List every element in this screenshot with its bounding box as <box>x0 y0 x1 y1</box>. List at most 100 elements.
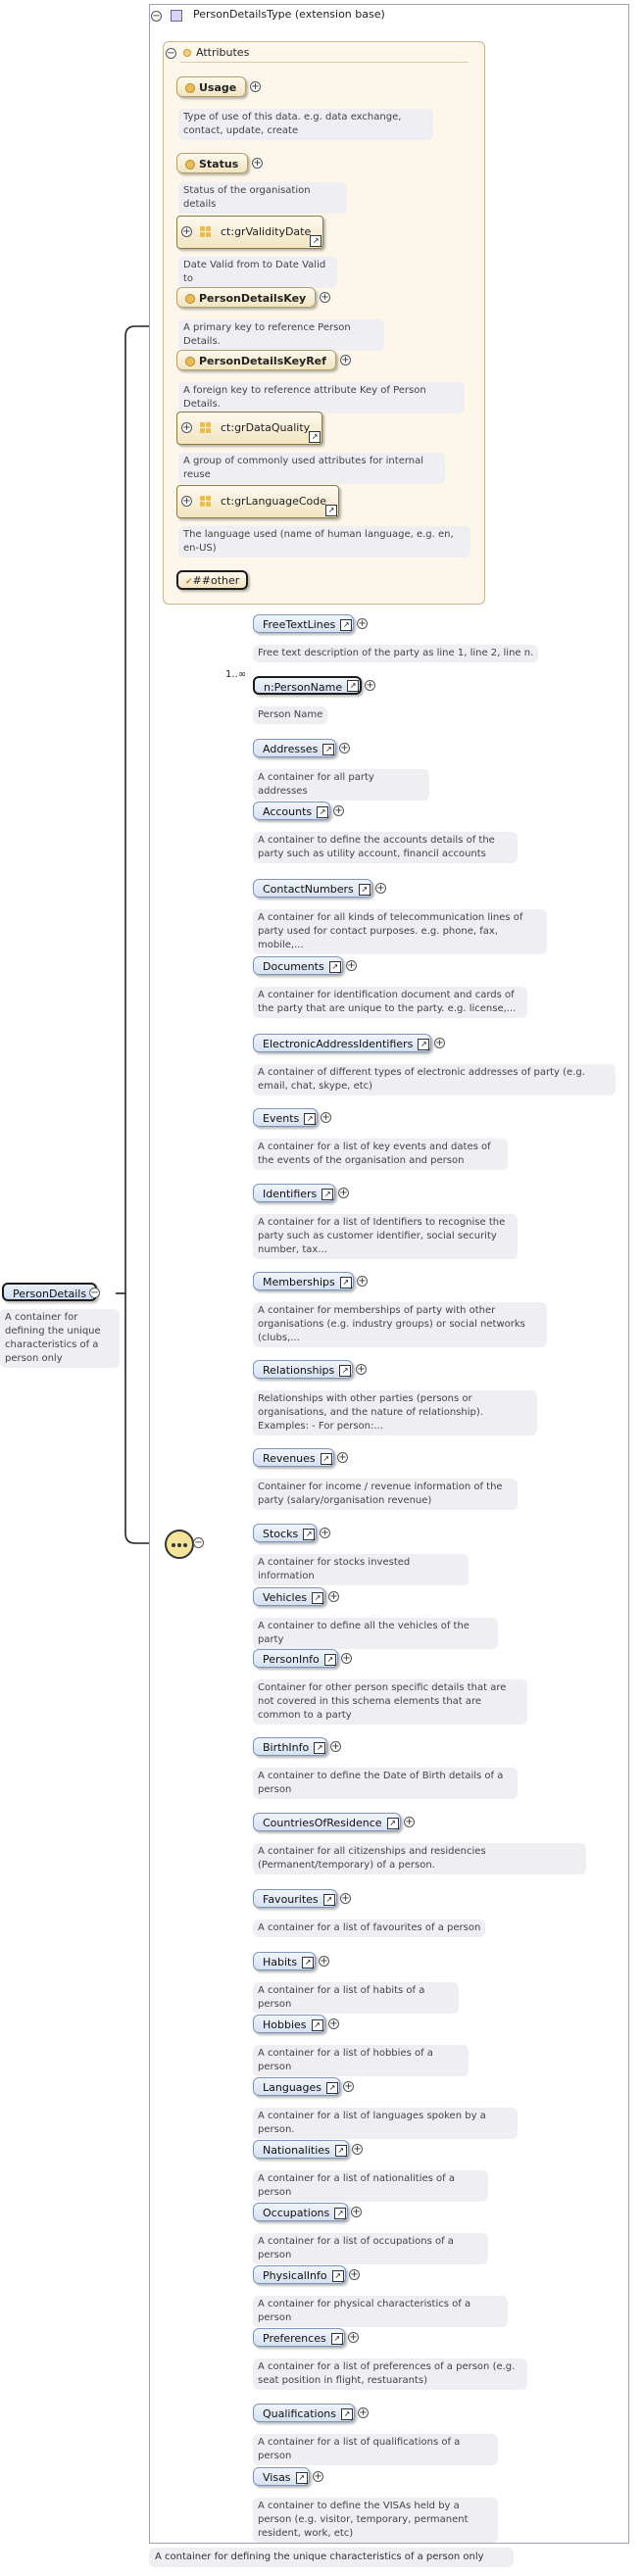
root-collapse-icon[interactable]: − <box>89 1288 100 1298</box>
child-element-node[interactable]: n:PersonName↗ <box>253 676 363 695</box>
expand-icon[interactable]: + <box>252 158 263 169</box>
expand-icon[interactable]: + <box>330 1741 341 1752</box>
child-element-node[interactable]: Vehicles↗ <box>253 1587 326 1606</box>
reference-arrow-icon: ↗ <box>358 884 371 896</box>
child-element-node[interactable]: Addresses↗ <box>253 739 337 757</box>
expand-icon[interactable]: + <box>357 1276 368 1287</box>
element-label: Hobbies <box>263 2018 307 2031</box>
element-annotation: A container for a list of Identifiers to… <box>253 1214 518 1259</box>
expand-icon[interactable]: + <box>340 1893 351 1904</box>
element-annotation: Person Name <box>253 706 328 724</box>
child-element-node[interactable]: Accounts↗ <box>253 802 331 820</box>
element-label: FreeTextLines <box>263 618 336 631</box>
attribute-node[interactable]: +ct:grDataQuality↗ <box>176 412 323 445</box>
attribute-annotation: A group of commonly used attributes for … <box>178 453 445 484</box>
child-element-node[interactable]: Habits↗ <box>253 1952 317 1970</box>
child-element-node[interactable]: Languages↗ <box>253 2077 341 2096</box>
expand-icon[interactable]: + <box>339 743 350 753</box>
expand-icon[interactable]: + <box>434 1038 445 1048</box>
attribute-icon <box>185 294 195 304</box>
element-label: Events <box>263 1112 300 1125</box>
reference-arrow-icon: ↗ <box>325 505 338 516</box>
attribute-annotation: The language used (name of human languag… <box>178 526 470 558</box>
expand-icon[interactable]: + <box>340 355 351 365</box>
expand-icon[interactable]: + <box>365 680 375 691</box>
child-element-node[interactable]: Identifiers↗ <box>253 1184 336 1202</box>
child-element-node[interactable]: Visas↗ <box>253 2467 310 2486</box>
child-element-node[interactable]: Events↗ <box>253 1108 319 1127</box>
element-annotation: A container for all citizenships and res… <box>253 1843 586 1874</box>
expand-icon[interactable]: + <box>352 2144 363 2155</box>
expand-icon[interactable]: + <box>320 1528 330 1538</box>
child-element-node[interactable]: Preferences↗ <box>253 2328 345 2347</box>
expand-icon[interactable]: + <box>349 2269 360 2280</box>
child-element-node[interactable]: Favourites↗ <box>253 1889 337 1908</box>
reference-arrow-icon: ↗ <box>311 2019 323 2031</box>
expand-icon[interactable]: + <box>337 1452 348 1463</box>
expand-icon[interactable]: + <box>356 1364 367 1375</box>
sequence-collapse-icon[interactable]: − <box>193 1537 204 1548</box>
element-annotation: A container to define the accounts detai… <box>253 832 518 863</box>
attribute-label: ct:grLanguageCode <box>221 495 327 508</box>
child-element-node[interactable]: ElectronicAddressIdentifiers↗ <box>253 1034 432 1052</box>
element-label: CountriesOfResidence <box>263 1817 382 1829</box>
attribute-annotation: Status of the organisation details <box>178 182 347 214</box>
child-element-node[interactable]: Memberships↗ <box>253 1272 354 1290</box>
expand-icon[interactable]: + <box>348 2332 359 2343</box>
expand-icon[interactable]: + <box>333 805 344 816</box>
reference-arrow-icon: ↗ <box>334 2145 347 2157</box>
expand-icon[interactable]: + <box>338 1188 349 1198</box>
expand-icon[interactable]: + <box>375 883 386 894</box>
child-element-node[interactable]: Hobbies ↗ <box>253 2015 325 2033</box>
type-collapse-icon[interactable]: − <box>151 11 162 22</box>
child-element-node[interactable]: BirthInfo↗ <box>253 1737 328 1756</box>
element-annotation: Relationships with other parties (person… <box>253 1390 537 1435</box>
child-element-node[interactable]: ContactNumbers↗ <box>253 879 372 898</box>
expand-icon[interactable]: + <box>346 960 357 971</box>
expand-icon[interactable]: + <box>319 1956 329 1967</box>
attribute-node[interactable]: Usage <box>176 76 247 97</box>
expand-icon[interactable]: + <box>328 1591 339 1602</box>
attribute-icon <box>185 357 195 366</box>
attributes-collapse-icon[interactable]: − <box>166 48 176 59</box>
element-annotation: A container for all party addresses <box>253 769 429 801</box>
expand-icon[interactable]: + <box>181 226 192 237</box>
element-label: Habits <box>263 1956 298 1968</box>
element-annotation: A container for a list of languages spok… <box>253 2108 518 2139</box>
attribute-node[interactable]: PersonDetailsKeyRef <box>176 350 336 370</box>
expand-icon[interactable]: + <box>328 2018 339 2029</box>
child-element-node[interactable]: Relationships↗ <box>253 1360 354 1379</box>
attribute-node[interactable]: Status <box>176 153 249 173</box>
child-element-node[interactable]: PhysicalInfo↗ <box>253 2265 346 2284</box>
expand-icon[interactable]: + <box>404 1817 415 1827</box>
attribute-annotation: A primary key to reference Person Detail… <box>178 319 384 351</box>
attribute-node[interactable]: PersonDetailsKey <box>176 287 317 308</box>
element-label: Stocks <box>263 1528 299 1540</box>
element-annotation: A container for a list of hobbies of a p… <box>253 2045 469 2076</box>
expand-icon[interactable]: + <box>181 496 192 507</box>
expand-icon[interactable]: + <box>313 2471 323 2482</box>
child-element-node[interactable]: FreeTextLines↗ <box>253 614 355 633</box>
attribute-node[interactable]: + ct:grLanguageCode↗ <box>176 485 340 518</box>
expand-icon[interactable]: + <box>357 618 368 629</box>
reference-arrow-icon: ↗ <box>347 680 360 692</box>
child-element-node[interactable]: Occupations↗ <box>253 2203 349 2221</box>
child-element-node[interactable]: Stocks↗ <box>253 1524 318 1542</box>
element-label: ElectronicAddressIdentifiers <box>263 1038 414 1050</box>
expand-icon[interactable]: + <box>320 292 330 303</box>
expand-icon[interactable]: + <box>181 422 192 433</box>
child-element-node[interactable]: Qualifications↗ <box>253 2404 356 2422</box>
child-element-node[interactable]: CountriesOfResidence↗ <box>253 1813 401 1831</box>
attribute-node[interactable]: +ct:grValidityDate↗ <box>176 216 324 249</box>
child-element-node[interactable]: Nationalities↗ <box>253 2140 349 2159</box>
child-element-node[interactable]: Documents↗ <box>253 956 343 975</box>
root-element-person-details[interactable]: PersonDetails <box>2 1283 98 1301</box>
expand-icon[interactable]: + <box>343 2081 354 2092</box>
child-element-node[interactable]: PersonInfo↗ <box>253 1649 338 1668</box>
expand-icon[interactable]: + <box>250 81 261 92</box>
expand-icon[interactable]: + <box>341 1653 352 1664</box>
expand-icon[interactable]: + <box>351 2207 362 2217</box>
expand-icon[interactable]: + <box>358 2407 369 2418</box>
child-element-node[interactable]: Revenues↗ <box>253 1448 334 1467</box>
expand-icon[interactable]: + <box>321 1112 331 1123</box>
